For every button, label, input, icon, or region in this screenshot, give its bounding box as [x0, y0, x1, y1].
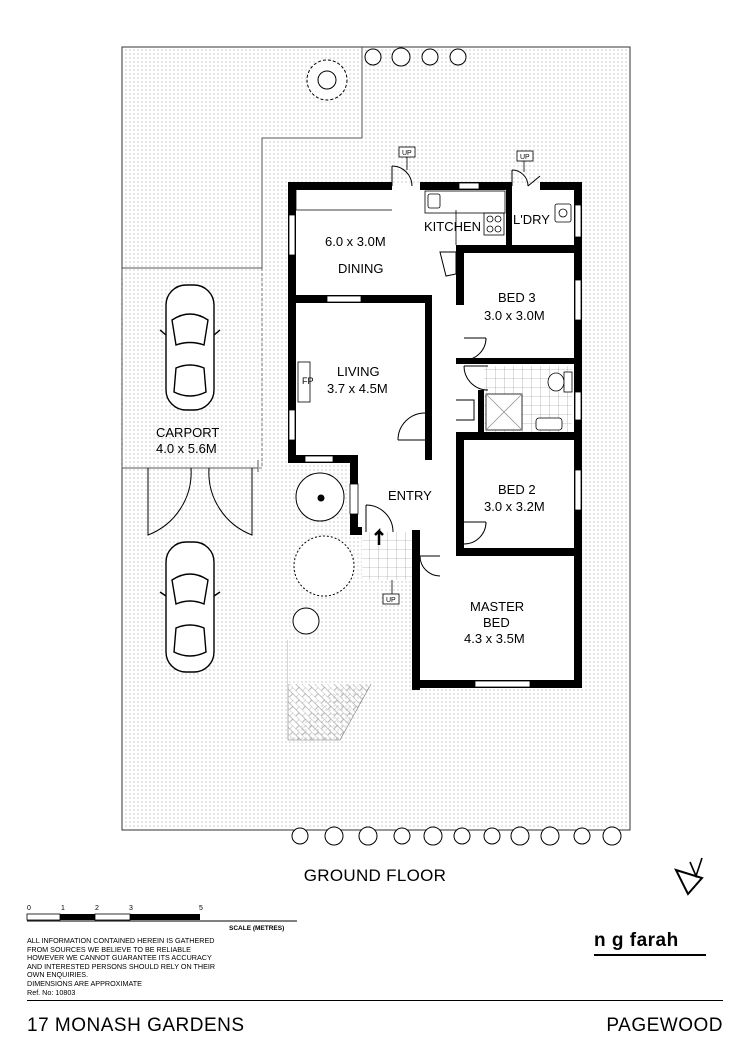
disclaimer-line: FROM SOURCES WE BELIEVE TO BE RELIABLE	[27, 944, 191, 954]
brand-logo: n g farah	[594, 930, 679, 951]
brand-underline	[594, 954, 706, 956]
doors	[147, 165, 541, 577]
room-label-kitchen: KITCHEN	[424, 219, 481, 234]
up-label-front: UP	[402, 150, 412, 157]
floor-title: GROUND FLOOR	[303, 866, 447, 885]
room-label-bed3: BED 3	[498, 290, 536, 305]
scale-bar: 0 1 2 3 5 SCALE (METRES)	[26, 905, 297, 932]
property-suburb: PAGEWOOD	[606, 1015, 723, 1036]
north-arrow-icon	[674, 857, 704, 896]
room-label-laundry: L'DRY	[513, 212, 550, 227]
up-label-entry: UP	[386, 597, 396, 604]
scale-tick-2: 2	[95, 905, 99, 912]
car-icon	[159, 284, 221, 673]
disclaimer-line: AND INTERESTED PERSONS SHOULD RELY ON TH…	[27, 961, 216, 971]
garden-plants	[291, 47, 622, 846]
fireplace-hearth	[297, 361, 311, 403]
up-label-laundry: UP	[520, 154, 530, 161]
scale-tick-3: 3	[129, 905, 133, 912]
room-size-living: 3.7 x 4.5M	[327, 381, 388, 396]
room-label-carport: CARPORT	[156, 425, 219, 440]
scale-tick-1: 1	[61, 905, 65, 912]
room-size-master-bed: 4.3 x 3.5M	[464, 631, 525, 646]
room-label-master-bed-2: BED	[483, 615, 510, 630]
room-label-living: LIVING	[337, 364, 380, 379]
bathroom-fittings	[485, 371, 573, 431]
kitchen-fittings	[295, 190, 572, 245]
room-label-entry: ENTRY	[388, 488, 432, 503]
scale-caption: SCALE (METRES)	[229, 925, 284, 932]
room-label-bed2: BED 2	[498, 482, 536, 497]
fireplace-label: FP	[302, 376, 314, 386]
disclaimer-line: ALL INFORMATION CONTAINED HEREIN IS GATH…	[27, 936, 215, 945]
disclaimer-line: HOWEVER WE CANNOT GUARANTEE ITS ACCURACY	[27, 953, 212, 963]
property-address: 17 MONASH GARDENS	[27, 1015, 245, 1036]
disclaimer-line: DIMENSIONS ARE APPROXIMATE	[27, 978, 142, 988]
disclaimer: ALL INFORMATION CONTAINED HEREIN IS GATH…	[27, 936, 327, 997]
room-size-carport: 4.0 x 5.6M	[156, 441, 217, 456]
room-size-bed3: 3.0 x 3.0M	[484, 308, 545, 323]
room-label-dining: DINING	[338, 261, 384, 276]
footer-divider	[27, 1000, 723, 1001]
disclaimer-line: Ref. No: 10803	[27, 987, 76, 997]
entry-arrow-icon	[374, 527, 384, 545]
room-size-bed2: 3.0 x 3.2M	[484, 499, 545, 514]
windows	[288, 182, 582, 688]
disclaimer-line: OWN ENQUIRIES.	[27, 970, 89, 980]
room-size-dining: 6.0 x 3.0M	[325, 234, 386, 249]
scale-tick-5: 5	[199, 905, 203, 912]
scale-tick-0: 0	[27, 905, 31, 912]
step-markers	[382, 146, 534, 605]
room-label-master-bed-1: MASTER	[470, 599, 524, 614]
entry-tiles	[362, 532, 412, 580]
